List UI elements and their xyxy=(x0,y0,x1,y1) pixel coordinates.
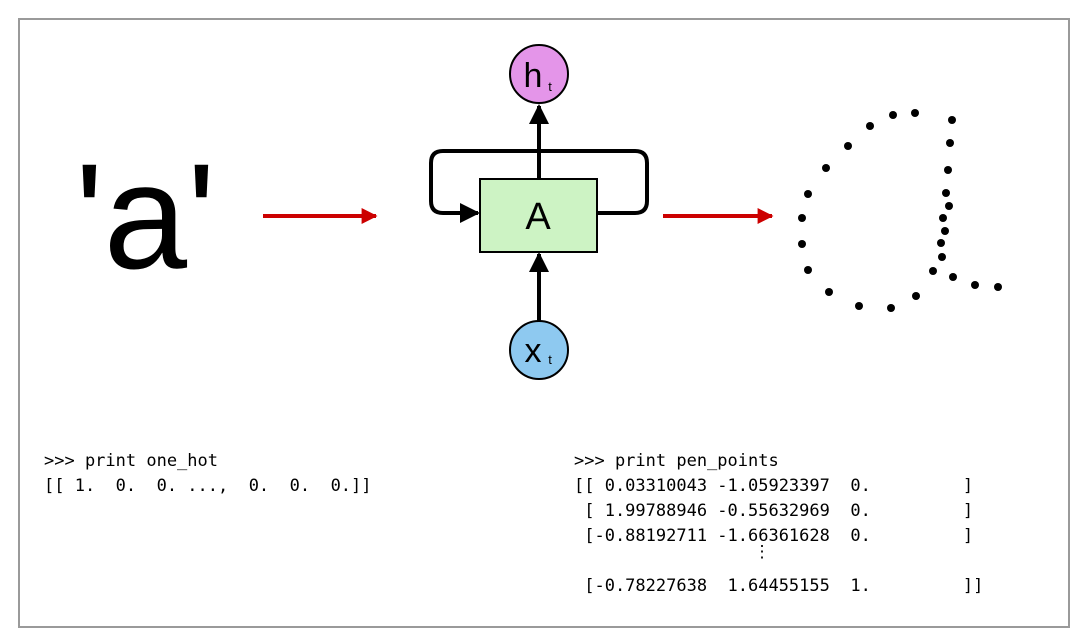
pen-dot xyxy=(942,189,950,197)
pen-dot xyxy=(946,139,954,147)
pen-dot xyxy=(944,166,952,174)
ellipsis-glyph: ⋮ xyxy=(753,542,771,562)
hidden-state-label: h xyxy=(524,57,543,95)
code-line: [-0.88192711 -1.66361628 0. ] xyxy=(574,526,974,546)
pen-dot xyxy=(938,253,946,261)
pen-dot xyxy=(889,111,897,119)
pen-dot xyxy=(971,281,979,289)
pen-dot xyxy=(937,239,945,247)
input-character: 'a' xyxy=(75,132,216,300)
pen-dot xyxy=(804,266,812,274)
pen-dot xyxy=(929,267,937,275)
pen-dot xyxy=(804,190,812,198)
pen-dot xyxy=(844,142,852,150)
pen-dot xyxy=(855,302,863,310)
pen-dot xyxy=(825,288,833,296)
ellipsis-vertical: ⋮ xyxy=(752,542,772,562)
pen-dot xyxy=(912,292,920,300)
code-line: [[ 0.03310043 -1.05923397 0. ] xyxy=(574,476,974,496)
pen-dot xyxy=(887,304,895,312)
pen-points-code-block: >>> print pen_points [[ 0.03310043 -1.059… xyxy=(574,449,983,599)
rnn-cell-label: A xyxy=(525,196,551,238)
rnn-cell xyxy=(479,178,598,253)
pen-dot xyxy=(939,214,947,222)
code-line: [-0.78227638 1.64455155 1. ]] xyxy=(574,576,984,596)
code-line-spacer xyxy=(574,549,983,574)
code-line: >>> print one_hot xyxy=(44,451,218,471)
code-line: >>> print pen_points xyxy=(574,451,779,471)
input-node xyxy=(509,320,569,380)
pen-dot xyxy=(798,214,806,222)
pen-dot xyxy=(798,240,806,248)
code-line: [ 1.99788946 -0.55632969 0. ] xyxy=(574,501,974,521)
pen-dot xyxy=(948,116,956,124)
code-line: [[ 1. 0. 0. ..., 0. 0. 0.]] xyxy=(44,476,372,496)
pen-dot xyxy=(949,273,957,281)
pen-dot xyxy=(866,122,874,130)
input-node-subscript: t xyxy=(548,352,552,367)
pen-dot xyxy=(945,202,953,210)
hidden-state-node xyxy=(509,44,569,104)
one-hot-code-block: >>> print one_hot [[ 1. 0. 0. ..., 0. 0. … xyxy=(44,449,372,499)
pen-dot xyxy=(994,283,1002,291)
handwritten-pen-points xyxy=(798,109,1002,312)
pen-dot xyxy=(911,109,919,117)
input-node-label: x xyxy=(525,332,542,370)
hidden-state-subscript: t xyxy=(548,79,552,94)
pen-dot xyxy=(941,227,949,235)
pen-dot xyxy=(822,164,830,172)
